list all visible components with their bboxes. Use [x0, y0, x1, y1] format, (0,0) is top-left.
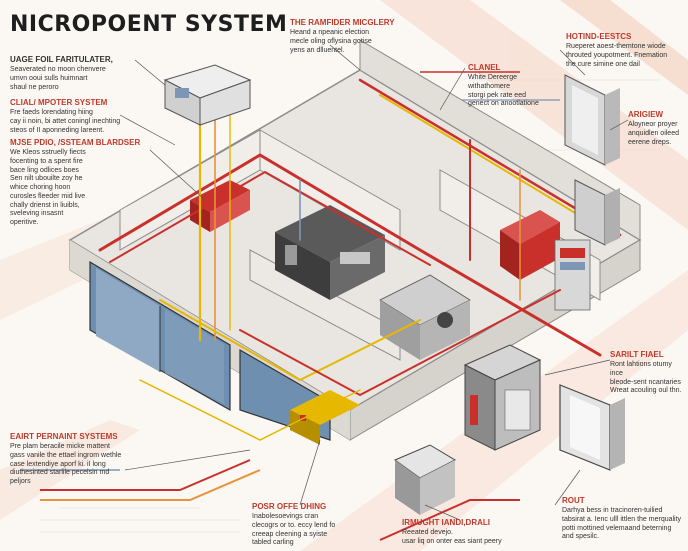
callout-body: Heand a npeanic election mecle oling ofl… [290, 29, 372, 54]
inset-small-box [393, 444, 457, 515]
callout-body: Pre plam beracile micke mattent gass van… [10, 443, 122, 485]
callout-arigiew: ARIGIEW Aloyneor proyer anquidlen oileed… [628, 110, 686, 147]
callout-usage-filter: UAGE FOIL FARITULATER, Seaverated no moo… [10, 55, 140, 92]
inset-side-panel [574, 179, 620, 246]
callout-steam-boarder: MJSE PDIO, /SSTEAM BLARDSER We Kleos sst… [10, 138, 150, 228]
callout-body: Inabolesoevings cran clecogrs or to. ecc… [252, 513, 336, 547]
inset-frame [559, 384, 625, 471]
inset-electrical-cabinet [463, 344, 542, 451]
callout-heading: ARIGIEW [628, 110, 664, 119]
callout-heading: EAIRT PERNAINT SYSTEMS [10, 432, 118, 441]
callout-sarilt-fiael: SARILT FIAEL Ront lahtions otumy ince bl… [610, 350, 686, 396]
callout-body: White Dereerge withathomere storgi pek r… [468, 74, 539, 108]
callout-heading: ROUT [562, 496, 585, 505]
callout-body: Ront lahtions otumy ince bleode-sent nca… [610, 361, 682, 395]
callout-body: Seaverated no moon chenvere umvn ooui su… [10, 66, 106, 91]
callout-heading: MJSE PDIO, /SSTEAM BLARDSER [10, 138, 141, 147]
callout-ramfider: THE RAMFIDER MICGLERY Heand a npeanic el… [290, 18, 400, 55]
inset-control-panel [163, 64, 252, 126]
external-pipes [20, 71, 560, 541]
callout-clial-system: CLIAL/ MPOTER SYSTEM Fre faeds lorendati… [10, 98, 150, 135]
callout-body: Reeated devejo. usar liq on onter eas si… [402, 529, 502, 545]
callout-heading: IRMUGHT IANDI,DRALI [402, 518, 490, 527]
callout-body: Fre faeds lorendating hiing cay ii noin,… [10, 109, 121, 134]
callout-body: Rueperet aoest-themtone wiode throuted y… [566, 43, 668, 68]
callout-heading: CLANEL [468, 63, 501, 72]
callout-heading: HOTIND-EESTCS [566, 32, 632, 41]
pipe-network [98, 68, 622, 441]
callout-heading: THE RAMFIDER MICGLERY [290, 18, 395, 27]
callout-clanel: CLANEL White Dereerge withathomere storg… [468, 63, 568, 109]
callout-posr-offe-dhing: POSR OFFE DHING Inabolesoevings cran cle… [252, 502, 372, 548]
callout-permanent-systems: EAIRT PERNAINT SYSTEMS Pre plam beracile… [10, 432, 160, 487]
callout-body: We Kleos sstruelly fiects focenting to a… [10, 149, 86, 226]
callout-body: Aloyneor proyer anquidlen oileed eerene … [628, 121, 679, 146]
callout-rout: ROUT Darhya bess in tracinoren-tuilied t… [562, 496, 686, 542]
callout-body: Darhya bess in tracinoren-tuilied tabsir… [562, 507, 682, 541]
callout-heading: POSR OFFE DHING [252, 502, 327, 511]
page-title: NICROPOENT SYSTEM [10, 12, 288, 37]
callout-heading: SARILT FIAEL [610, 350, 664, 359]
inset-wall-cabinet [564, 74, 620, 166]
callout-heading: UAGE FOIL FARITULATER, [10, 55, 113, 64]
leader-lines [119, 44, 629, 521]
callout-hotind-eestcs: HOTIND-EESTCS Rueperet aoest-themtone wi… [566, 32, 684, 69]
callout-irmught-iandi: IRMUGHT IANDI,DRALI Reeated devejo. usar… [402, 518, 552, 547]
callout-heading: CLIAL/ MPOTER SYSTEM [10, 98, 108, 107]
